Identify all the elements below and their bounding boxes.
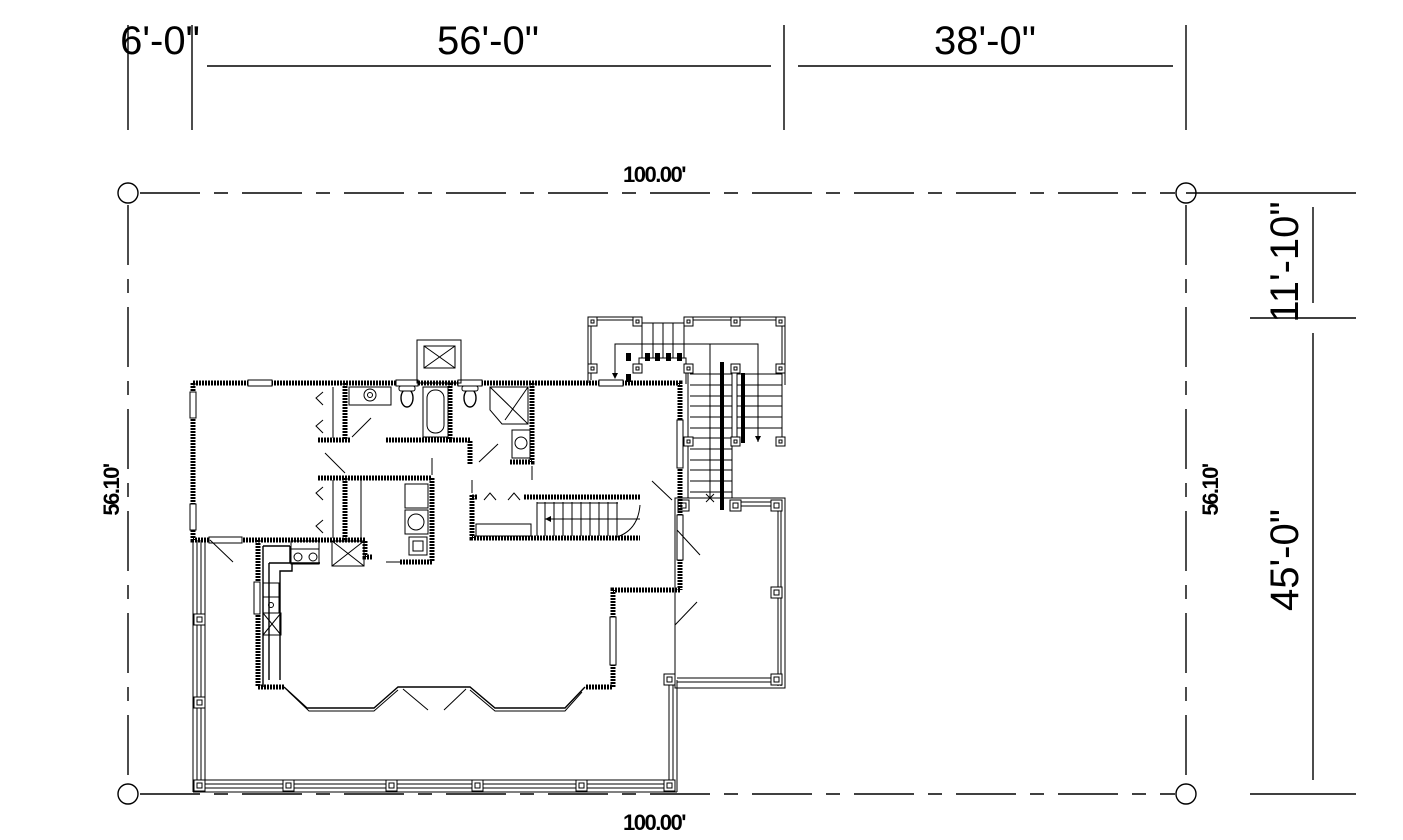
- property-left-label: 56.10': [99, 463, 124, 516]
- corner-marker-tl: [117, 182, 139, 204]
- fixtures: [348, 385, 531, 556]
- corner-marker-bl: [117, 783, 139, 805]
- kitchen: [262, 540, 365, 687]
- property-bottom-label: 100.00': [623, 810, 686, 835]
- interior-walls: [258, 383, 640, 565]
- dim-45ft: 45'-0": [1263, 509, 1307, 611]
- interior-stair: [475, 502, 641, 538]
- dim-11ft-10in: 11'-10": [1263, 201, 1307, 322]
- top-dimension-string: 6'-0" 56'-0" 38'-0": [120, 19, 1187, 130]
- exterior-stair: [587, 316, 786, 510]
- property-boundary: 100.00' 100.00' 56.10' 56.10': [99, 162, 1356, 835]
- dim-38ft: 38'-0": [934, 19, 1036, 63]
- porch-columns: [193, 613, 676, 792]
- right-dimension-string: 11'-10" 45'-0": [1250, 201, 1356, 780]
- dim-6ft: 6'-0": [120, 19, 200, 63]
- property-right-label: 56.10': [1198, 463, 1223, 516]
- property-top-label: 100.00': [623, 162, 686, 187]
- chimney: [416, 339, 462, 384]
- dim-56ft: 56'-0": [437, 19, 539, 63]
- corner-marker-br: [1175, 783, 1197, 805]
- porch: [192, 497, 786, 793]
- corner-marker-tr: [1175, 182, 1197, 204]
- exterior-walls: [189, 379, 701, 712]
